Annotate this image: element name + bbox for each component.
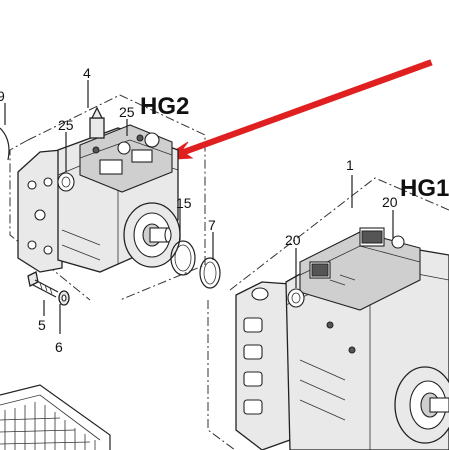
- hg2-pump: [17, 106, 181, 273]
- group-label-hg2: HG2: [140, 93, 189, 120]
- bolt-5: [27, 271, 59, 298]
- callout-6: 6: [55, 339, 63, 355]
- callout-labels: 9 4 25 25 15 7 5 6 1 20 20: [0, 65, 398, 355]
- washer-6: [58, 290, 70, 306]
- callout-7: 7: [208, 217, 216, 233]
- hg1-pump: [235, 227, 449, 450]
- seal-ring-9: [0, 127, 10, 161]
- hg1-assembly-frame: [207, 177, 449, 450]
- callout-25-left: 25: [58, 117, 74, 133]
- callout-15: 15: [176, 195, 192, 211]
- cooler-grille: [0, 384, 111, 450]
- callout-25-right: 25: [119, 104, 135, 120]
- callout-20-right: 20: [382, 194, 398, 210]
- callout-9: 9: [0, 88, 5, 104]
- callout-20-left: 20: [285, 232, 301, 248]
- callout-5: 5: [38, 317, 46, 333]
- callout-4: 4: [83, 65, 91, 81]
- seal-ring-7: [199, 257, 221, 289]
- group-label-hg1: HG1: [400, 175, 449, 202]
- seal-ring-15: [170, 240, 196, 276]
- leader-lines: [4, 80, 394, 334]
- red-arrow-icon: [158, 59, 433, 161]
- callout-1: 1: [346, 157, 354, 173]
